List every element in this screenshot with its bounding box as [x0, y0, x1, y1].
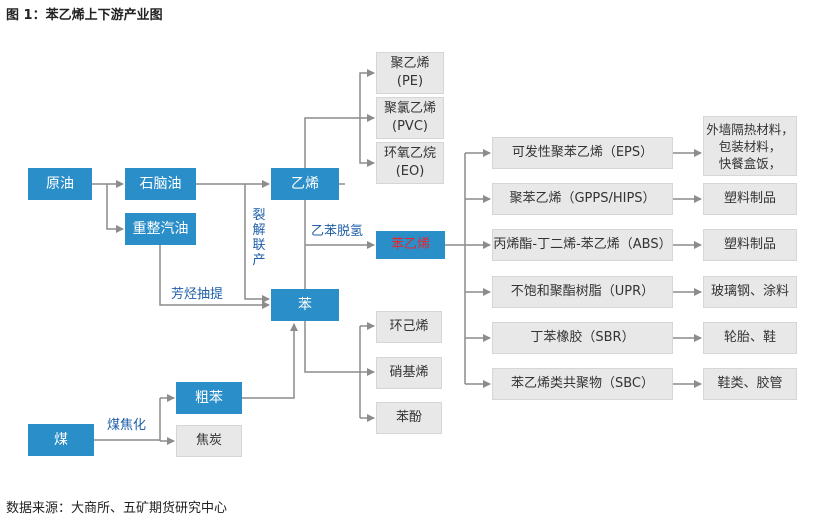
source-note: 数据来源：大商所、五矿期货研究中心 — [6, 501, 228, 516]
node-upr: 不饱和聚酯树脂（UPR） — [492, 276, 673, 308]
node-eo: 环氧乙烷 (EO) — [376, 142, 444, 184]
node-nitrobenzene: 硝基烯 — [376, 357, 442, 389]
node-abs: 丙烯酯-丁二烯-苯乙烯（ABS） — [492, 229, 673, 261]
node-upr-use: 玻璃钢、涂料 — [703, 276, 797, 308]
node-gpps-use: 塑料制品 — [703, 183, 797, 215]
label-ethylbenzene-dehydrogenation: 乙苯脱氢 — [311, 224, 364, 239]
node-cyclohexene: 环己烯 — [376, 311, 442, 343]
node-benzene: 苯 — [271, 289, 339, 321]
node-naphtha: 石脑油 — [125, 168, 196, 200]
node-sbr: 丁苯橡胶（SBR） — [492, 322, 673, 354]
node-coal: 煤 — [28, 424, 94, 456]
node-eps: 可发性聚苯乙烯（EPS） — [492, 137, 673, 169]
node-reformate: 重整汽油 — [125, 213, 196, 245]
figure-title: 图 1：苯乙烯上下游产业图 — [6, 8, 163, 23]
node-pvc: 聚氯乙烯 (PVC) — [376, 97, 444, 139]
node-coke: 焦炭 — [176, 425, 242, 457]
node-phenol: 苯酚 — [376, 402, 442, 434]
label-coal-coking: 煤焦化 — [107, 418, 147, 433]
node-abs-use: 塑料制品 — [703, 229, 797, 261]
node-sbc-use: 鞋类、胶管 — [703, 368, 797, 400]
node-sbr-use: 轮胎、鞋 — [703, 322, 797, 354]
node-eps-use: 外墙隔热材料， 包装材料， 快餐盒饭， — [703, 116, 797, 176]
label-cracking-coproduction: 裂解联产 — [252, 208, 266, 268]
node-ethylene: 乙烯 — [271, 168, 339, 200]
node-sbc: 苯乙烯类共聚物（SBC） — [492, 368, 673, 400]
label-aromatics-extraction: 芳烃抽提 — [171, 287, 224, 302]
node-crude-benzene: 粗苯 — [176, 382, 242, 414]
node-styrene: 苯乙烯 — [376, 231, 445, 259]
node-crude-oil: 原油 — [28, 168, 92, 200]
node-gpps: 聚苯乙烯（GPPS/HIPS） — [492, 183, 673, 215]
node-pe: 聚乙烯 (PE) — [376, 52, 444, 94]
